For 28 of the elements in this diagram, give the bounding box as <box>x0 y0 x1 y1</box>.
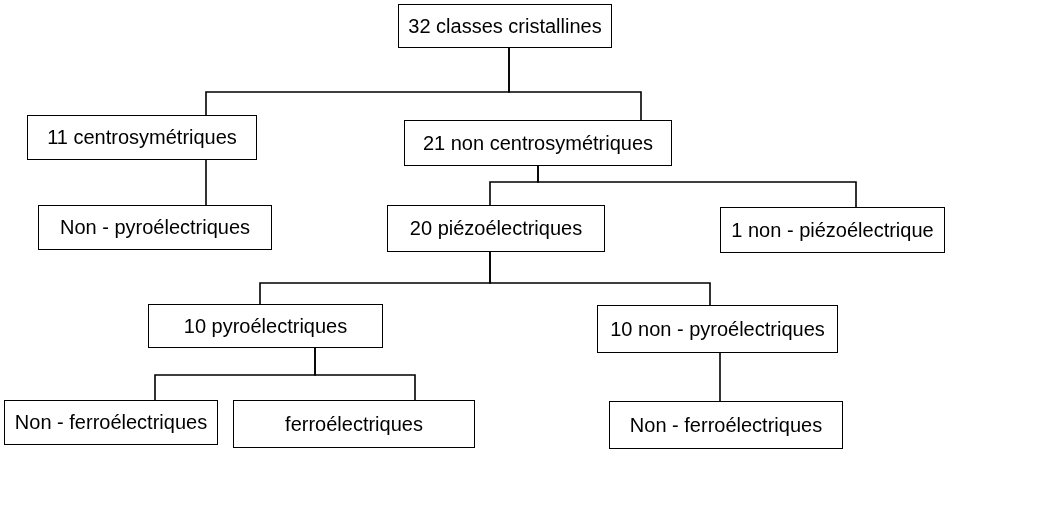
category-box <box>4 400 218 445</box>
connector-line <box>508 47 642 121</box>
category-box <box>404 120 672 166</box>
box-label: ferroélectriques <box>285 412 423 436</box>
box-label: 32 classes cristallines <box>408 14 602 38</box>
box-label: Non - pyroélectriques <box>59 216 251 239</box>
box-label: 10 pyroélectriques <box>183 314 348 338</box>
box-label: 20 piézoélectriques <box>409 217 583 240</box>
category-box <box>148 304 383 348</box>
connector-line <box>205 159 207 206</box>
box-label: 21 non centrosymétriques <box>422 131 654 155</box>
category-box <box>597 305 838 353</box>
category-box <box>398 4 612 48</box>
category-box <box>720 207 945 253</box>
category-box <box>27 115 257 160</box>
category-box <box>233 400 475 448</box>
category-box <box>38 205 272 250</box>
box-label: Non - ferroélectriques <box>629 413 823 437</box>
connector-line <box>314 347 416 401</box>
box-label: 1 non - piézoélectrique <box>731 218 934 242</box>
connector-line <box>537 165 857 208</box>
category-box <box>387 205 605 252</box>
connector-line <box>489 251 711 306</box>
box-label: 10 non - pyroélectriques <box>610 317 825 341</box>
category-box <box>609 401 843 449</box>
connector-line <box>719 352 721 402</box>
box-label: 11 centrosymétriques <box>47 126 237 149</box>
box-label: Non - ferroélectriques <box>14 411 208 434</box>
